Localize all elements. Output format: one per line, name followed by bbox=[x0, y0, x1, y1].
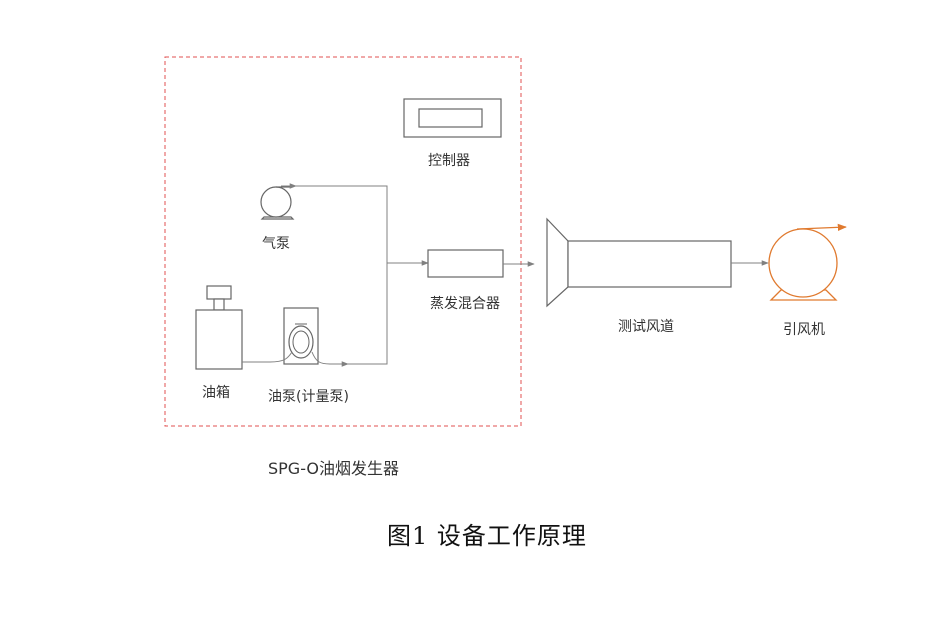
test-duct-label: 测试风道 bbox=[618, 319, 674, 335]
air-pump-icon bbox=[260, 186, 295, 220]
oil-tank-label: 油箱 bbox=[202, 385, 230, 401]
controller-label: 控制器 bbox=[428, 153, 470, 169]
oil-pump-label: 油泵(计量泵) bbox=[268, 389, 349, 405]
fan-label: 引风机 bbox=[783, 322, 825, 338]
generator-boundary bbox=[164, 56, 522, 427]
air-pump-label: 气泵 bbox=[262, 236, 290, 252]
mixer-icon bbox=[427, 249, 504, 278]
oil-flow-line bbox=[242, 263, 388, 365]
test-duct-icon bbox=[546, 217, 732, 308]
air-flow-line bbox=[291, 185, 388, 263]
controller-icon bbox=[403, 98, 502, 138]
generator-group-label: SPG-O油烟发生器 bbox=[268, 459, 400, 478]
oil-tank-icon bbox=[195, 285, 243, 370]
mixer-label: 蒸发混合器 bbox=[430, 296, 500, 312]
figure-caption: 图1 设备工作原理 bbox=[387, 522, 587, 550]
fan-icon bbox=[768, 223, 847, 301]
